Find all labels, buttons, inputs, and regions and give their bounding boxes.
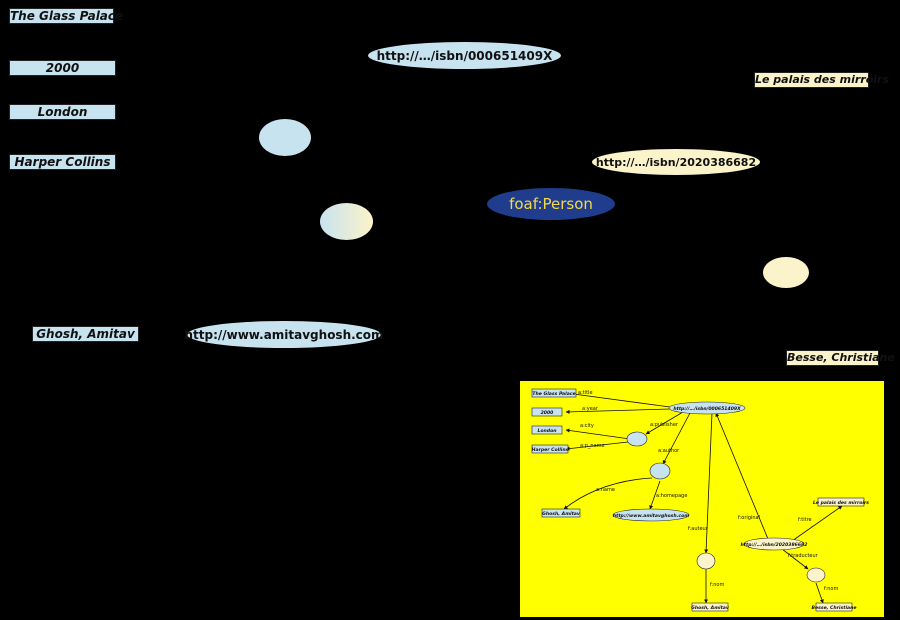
year-literal: 2000: [9, 60, 116, 76]
thumb-translator-name: Besse, Christiane: [811, 605, 856, 611]
publisher-literal: Harper Collins: [9, 154, 116, 170]
author-name-literal: Ghosh, Amitav: [32, 326, 139, 342]
city-literal: London: [9, 104, 116, 120]
edge-label-titre: f:titre: [798, 517, 812, 523]
thumb-english-isbn: http://…/isbn/000651409X: [673, 406, 741, 412]
title-literal: The Glass Palace: [9, 8, 124, 24]
edge-label-publisher: a:publisher: [650, 422, 679, 428]
edge-label-nom-auteur: f:nom: [710, 582, 724, 588]
thumb-french-isbn: http://…/isbn/2020386682: [741, 542, 808, 548]
edge-label-year: a:year: [582, 406, 599, 412]
french-isbn-node: http://…/isbn/2020386682: [592, 149, 760, 175]
edge-label-original: f:original: [738, 515, 760, 521]
homepage-node: http://www.amitavghosh.com: [184, 321, 384, 348]
french-title-literal: Le palais des mirroirs: [754, 72, 890, 88]
thumb-author-name: Ghosh, Amitav: [542, 511, 581, 517]
edge-label-name: a:name: [596, 487, 615, 493]
edge-label-author: a:author: [658, 448, 680, 454]
thumb-auteur-name: Ghosh, Amitav: [691, 605, 730, 611]
thumb-homepage: http://www.amitavghosh.com: [613, 513, 689, 519]
thumb-french-title: Le palais des mirroirs: [813, 500, 869, 506]
thumb-publisher: Harper Collins: [532, 447, 569, 453]
thumbnail-nodes: The Glass Palace 2000 London Harper Coll…: [532, 388, 869, 612]
edge-label-title: a:title: [578, 390, 593, 396]
author-blank-node: [320, 203, 373, 240]
edge-label-auteur: f:auteur: [688, 526, 709, 532]
english-isbn-node: http://…/isbn/000651409X: [368, 42, 561, 69]
thumbnail-edge-labels: a:title a:year a:publisher a:city a:p_na…: [578, 390, 838, 592]
translator-blank-node: [763, 257, 809, 288]
publisher-blank-node: [259, 119, 311, 156]
thumbnail-svg: a:title a:year a:publisher a:city a:p_na…: [532, 388, 869, 612]
foaf-person-class: foaf:Person: [487, 188, 615, 220]
edge-label-traducteur: f:traducteur: [788, 553, 819, 559]
thumb-year: 2000: [541, 410, 555, 416]
edge-label-homepage: a:homepage: [656, 493, 687, 499]
thumb-city: London: [537, 428, 556, 434]
translator-name-literal: Besse, Christiane: [786, 350, 895, 366]
edge-label-p-name: a:p_name: [580, 443, 605, 449]
edge-label-city: a:city: [580, 423, 594, 429]
graph-overview-thumbnail: a:title a:year a:publisher a:city a:p_na…: [520, 381, 884, 617]
thumb-title: The Glass Palace: [532, 391, 575, 397]
thumbnail-edges: [563, 391, 843, 604]
edge-label-nom-traducteur: f:nom: [824, 586, 838, 592]
